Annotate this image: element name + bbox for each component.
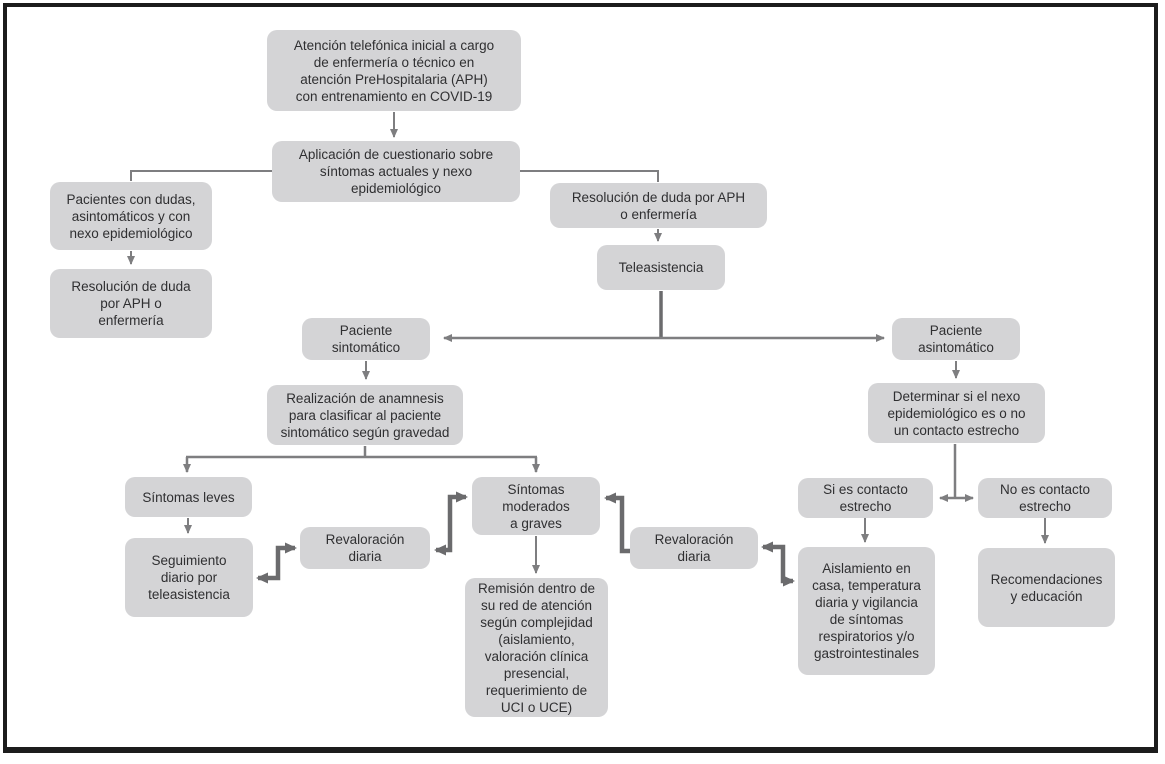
flow-node-sintomas-moderados-graves: Síntomas moderados a graves [472, 477, 600, 535]
flow-node-label-seguimiento-diario: Seguimiento diario por teleasistencia [148, 553, 230, 602]
connector-cuestionario-a-resolucion-derecha [520, 170, 659, 182]
flow-node-seguimiento-diario: Seguimiento diario por teleasistencia [125, 538, 253, 617]
flow-node-label-no-es-contacto-estrecho: No es contacto estrecho [999, 482, 1091, 514]
flow-node-label-sintomas-leves: Síntomas leves [142, 489, 235, 505]
connector-revaloracion-der-a-moderados [604, 492, 630, 554]
flow-node-remision-red-atencion: Remisión dentro de su red de atención se… [465, 578, 608, 717]
flow-node-label-aislamiento-en-casa: Aislamiento en casa, temperatura diaria … [812, 561, 921, 661]
flow-node-realizacion-anamnesis: Realización de anamnesis para clasificar… [267, 385, 463, 445]
flow-node-aislamiento-en-casa: Aislamiento en casa, temperatura diaria … [798, 547, 935, 675]
flow-node-si-es-contacto-estrecho: Si es contacto estrecho [798, 478, 933, 518]
flow-node-label-resolucion-duda-izquierda: Resolución de duda por APH o enfermería [71, 279, 191, 328]
flow-node-paciente-asintomatico: Paciente asintomático [892, 318, 1020, 360]
flow-node-recomendaciones-educacion: Recomendaciones y educación [978, 548, 1115, 627]
flow-node-no-es-contacto-estrecho: No es contacto estrecho [978, 478, 1112, 518]
connector-aislamiento-revaloracion-vuelta [780, 564, 795, 587]
flow-node-label-paciente-asintomatico: Paciente asintomático [918, 323, 994, 355]
flow-node-determinar-nexo: Determinar si el nexo epidemiológico es … [868, 383, 1045, 443]
connector-revaloracion-moderados-ida [447, 491, 468, 524]
flow-node-atencion-telefonica-inicial: Atención telefónica inicial a cargo de e… [267, 30, 521, 111]
flow-node-label-remision-red-atencion: Remisión dentro de su red de atención se… [477, 580, 596, 715]
flow-node-paciente-sintomatico: Paciente sintomático [302, 318, 430, 360]
flow-node-label-si-es-contacto-estrecho: Si es contacto estrecho [823, 482, 908, 514]
flow-node-resolucion-duda-derecha: Resolución de duda por APH o enfermería [550, 183, 767, 228]
flow-node-label-sintomas-moderados-graves: Síntomas moderados a graves [502, 481, 570, 531]
flow-node-revaloracion-diaria-derecha: Revaloración diaria [630, 527, 758, 569]
flow-node-label-resolucion-duda-derecha: Resolución de duda por APH o enfermería [571, 189, 746, 222]
flow-node-sintomas-leves: Síntomas leves [125, 477, 252, 517]
connector-seguimiento-revaloracion-vuelta [256, 563, 281, 584]
flow-node-label-aplicacion-cuestionario: Aplicación de cuestionario sobre síntoma… [298, 147, 494, 196]
connector-aislamiento-revaloracion-ida [761, 541, 786, 564]
connector-revaloracion-moderados-vuelta [434, 524, 453, 556]
connector-cuestionario-a-pacientes-dudas [130, 170, 272, 181]
flow-node-aplicacion-cuestionario: Aplicación de cuestionario sobre síntoma… [272, 141, 520, 202]
flow-node-label-teleasistencia: Teleasistencia [618, 260, 704, 275]
flow-node-label-paciente-sintomatico: Paciente sintomático [331, 323, 401, 355]
flow-node-label-atencion-telefonica-inicial: Atención telefónica inicial a cargo de e… [293, 37, 495, 104]
connector-seguimiento-revaloracion-ida [275, 542, 297, 563]
flow-node-label-pacientes-con-dudas: Pacientes con dudas, asintomáticos y con… [66, 191, 196, 241]
flow-node-teleasistencia: Teleasistencia [597, 245, 725, 290]
flow-node-label-revaloracion-diaria-izquierda: Revaloración diaria [325, 532, 405, 564]
flow-node-label-revaloracion-diaria-derecha: Revaloración diaria [654, 532, 734, 564]
flow-node-label-realizacion-anamnesis: Realización de anamnesis para clasificar… [280, 390, 450, 440]
flow-node-label-recomendaciones-educacion: Recomendaciones y educación [990, 571, 1103, 604]
flow-node-resolucion-duda-izquierda: Resolución de duda por APH o enfermería [50, 269, 212, 338]
flow-node-label-determinar-nexo: Determinar si el nexo epidemiológico es … [887, 388, 1026, 438]
flow-node-pacientes-con-dudas: Pacientes con dudas, asintomáticos y con… [50, 182, 212, 250]
flow-node-revaloracion-diaria-izquierda: Revaloración diaria [300, 527, 430, 569]
